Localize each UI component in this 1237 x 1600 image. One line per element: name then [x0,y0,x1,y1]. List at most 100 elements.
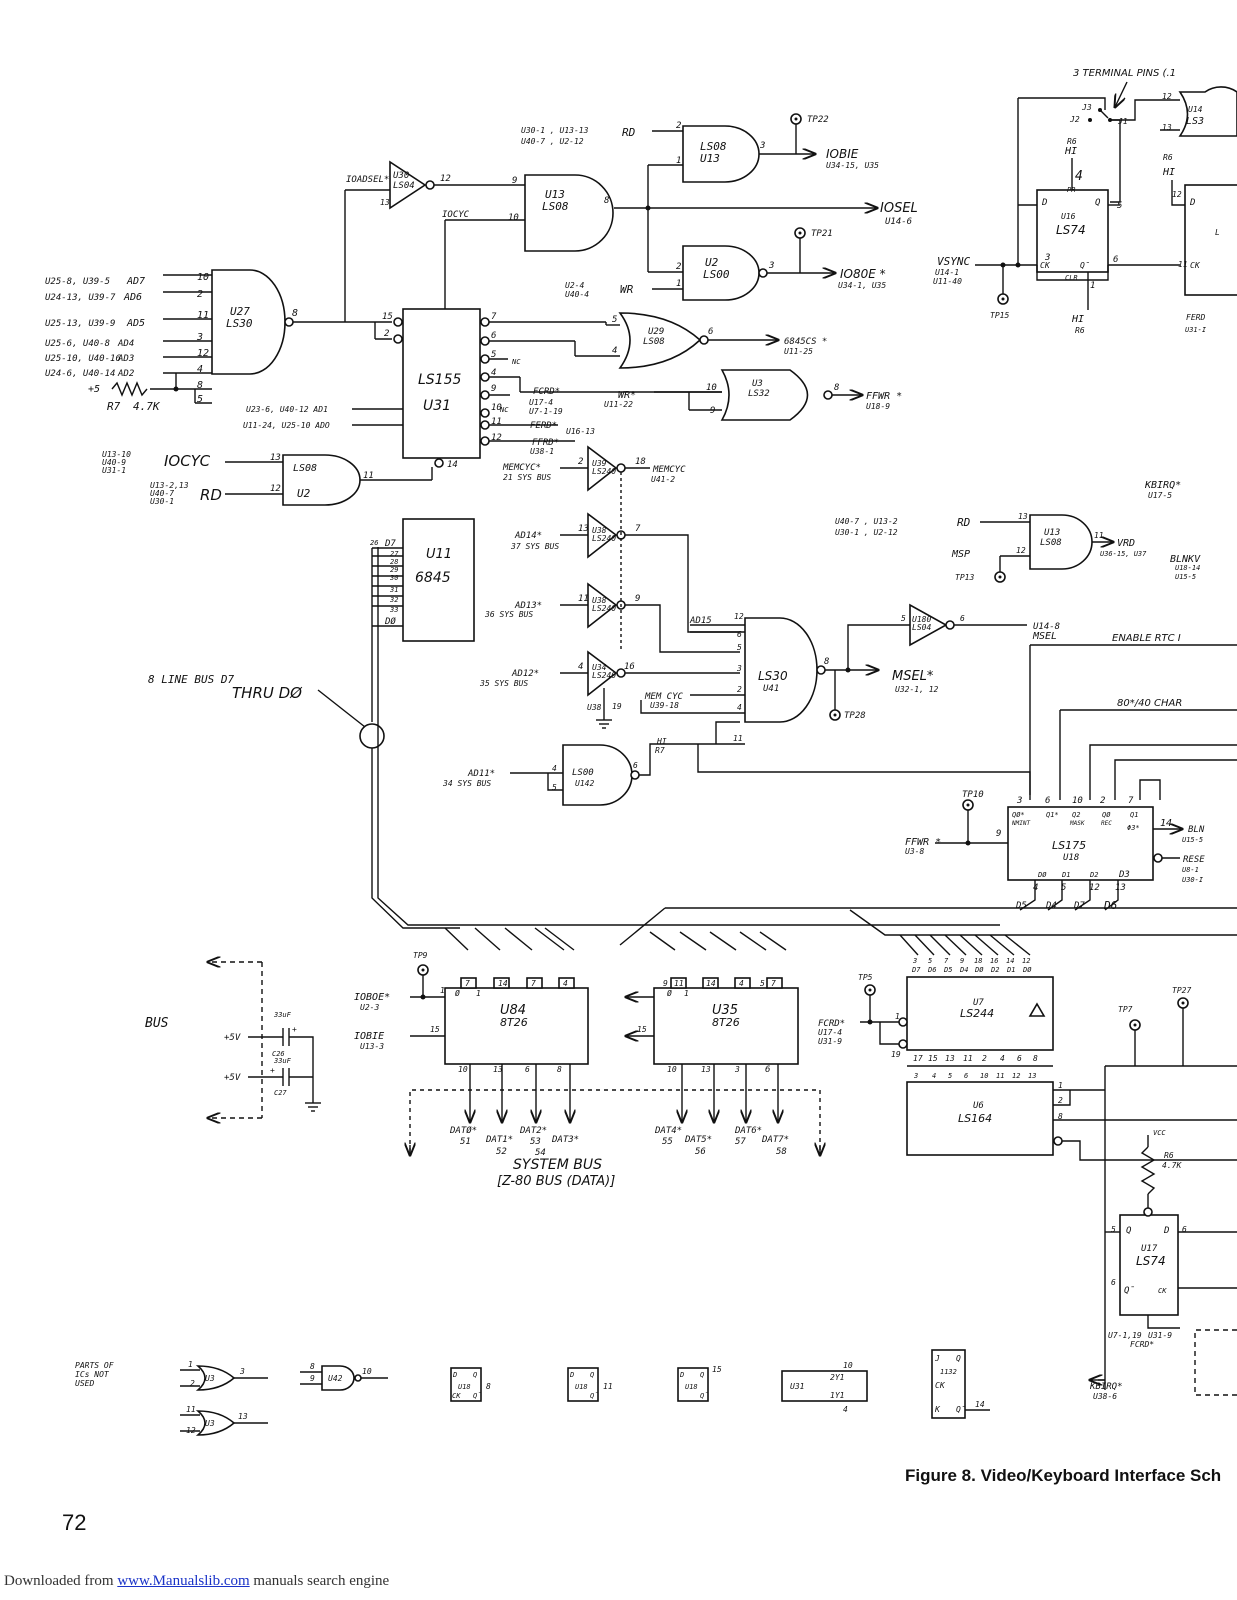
buffer-u35-8t26: U35 8T26 9 11 14 4 5 7 Ø 1 15 10 13 3 6 [626,977,799,1122]
svg-text:U84: U84 [500,1003,526,1018]
svg-text:VSYNC: VSYNC [937,255,970,268]
svg-text:12: 12 [270,484,281,494]
svg-text:U38: U38 [587,703,602,712]
svg-text:TP22: TP22 [807,115,829,125]
svg-text:10: 10 [843,1361,853,1370]
svg-text:L: L [1215,228,1220,237]
gate-u29-ls08: U29 LS08 5 4 6 6845CS * U11-25 [612,312,827,369]
svg-text:RD: RD [200,486,222,504]
svg-text:3: 3 [913,1072,918,1080]
svg-text:U38-6: U38-6 [1093,1392,1117,1401]
svg-text:AD3: AD3 [117,354,134,364]
svg-text:2: 2 [384,329,389,339]
svg-text:DØ: DØ [1022,966,1032,974]
svg-text:8: 8 [557,1065,562,1074]
svg-text:Q̄: Q̄ [1080,261,1090,270]
svg-text:KBIRQ*: KBIRQ* [1144,480,1181,491]
svg-text:7: 7 [1128,796,1134,806]
resistor-r6: VCC R6 4.7K [1140,1129,1182,1212]
svg-text:NC: NC [511,358,521,366]
testpoint-tp7: TP7 [1118,1005,1141,1066]
svg-text:VCC: VCC [1153,1129,1166,1137]
svg-text:11: 11 [733,734,743,743]
svg-text:36 SYS BUS: 36 SYS BUS [484,610,533,619]
svg-text:U25-8, U39-5: U25-8, U39-5 [45,277,110,287]
svg-text:U29: U29 [648,327,664,337]
svg-text:5: 5 [948,1072,952,1080]
svg-text:13: 13 [493,1065,503,1074]
svg-text:MEM CYC: MEM CYC [644,692,684,702]
flipflop-right-partial: D 12 11 CK L HI R6 FERD U31-I [1162,153,1237,334]
svg-text:11: 11 [491,417,502,427]
svg-text:TP7: TP7 [1118,1005,1133,1014]
gate-u13-ls08: U13 LS08 9 10 8 IOCYC IOSEL U14-6 [442,164,918,310]
svg-text:U2: U2 [297,487,311,500]
buffer-u38-ls240-a: U38 LS240 13 7 AD14* 37 SYS BUS [510,512,740,633]
svg-text:13: 13 [945,1054,955,1063]
svg-text:IOCYC: IOCYC [442,210,470,220]
svg-text:2Y1: 2Y1 [830,1373,844,1382]
svg-text:IOSEL: IOSEL [880,201,918,216]
svg-text:10: 10 [667,1065,677,1074]
manualslib-link[interactable]: www.Manualslib.com [117,1573,250,1589]
svg-text:J3: J3 [1081,103,1092,112]
svg-text:U11: U11 [426,547,452,562]
svg-text:53: 53 [530,1137,541,1147]
svg-text:12: 12 [491,433,502,443]
svg-text:AD14*: AD14* [514,531,542,541]
svg-text:FCRD*: FCRD* [1130,1340,1154,1349]
system-bus-bracket: DATØ* 51 DAT1* 52 DAT2* 53 DAT3* 54 DAT4… [410,1089,820,1189]
svg-text:6845CS *: 6845CS * [784,337,827,347]
svg-text:DAT7*: DAT7* [761,1135,789,1145]
svg-text:58: 58 [776,1147,787,1157]
svg-text:CK: CK [1190,261,1201,270]
svg-text:4: 4 [578,662,583,672]
svg-text:D6: D6 [927,966,936,974]
svg-text:AD4: AD4 [117,339,134,349]
svg-text:9: 9 [710,406,715,416]
svg-text:RD: RD [622,126,636,139]
svg-text:4: 4 [563,979,568,988]
svg-text:6: 6 [1182,1225,1187,1234]
svg-text:C26: C26 [272,1050,285,1058]
svg-text:IOADSEL*: IOADSEL* [346,175,389,185]
svg-text:14: 14 [1160,818,1172,829]
svg-text:6845: 6845 [415,570,451,586]
svg-text:U18: U18 [1063,853,1079,863]
svg-text:TP27: TP27 [1172,986,1191,995]
svg-text:6: 6 [1111,1278,1116,1287]
shift-register-u6-ls164: U6 LS164 3 4 5 6 10 11 12 13 1 2 8 [906,1065,1237,1390]
svg-text:1: 1 [676,156,681,166]
svg-text:2: 2 [190,1379,195,1388]
svg-text:1: 1 [895,1012,900,1021]
svg-text:U180: U180 [912,615,931,624]
svg-text:LS240: LS240 [592,604,616,613]
svg-text:8T26: 8T26 [500,1016,528,1029]
flipflop-u17-ls74: Q D U17 LS74 Q̄ CK 5 6 6 U7-1,19 U31-9 F… [1089,1207,1237,1401]
svg-text:U31-I: U31-I [1185,326,1207,334]
svg-text:16: 16 [990,957,998,965]
svg-text:3: 3 [759,141,765,151]
svg-text:35 SYS BUS: 35 SYS BUS [479,679,528,688]
svg-text:BLN: BLN [1188,825,1205,835]
svg-text:AD15: AD15 [689,616,712,626]
svg-text:13: 13 [1018,512,1028,521]
svg-text:U30-1 , U2-12: U30-1 , U2-12 [835,528,898,537]
svg-text:IOBOE*: IOBOE* [354,992,390,1003]
svg-text:U30-1: U30-1 [150,497,174,506]
svg-text:LS08: LS08 [643,337,665,347]
svg-text:14: 14 [447,460,458,470]
svg-text:Q: Q [956,1354,961,1363]
svg-text:14: 14 [498,979,508,988]
svg-text:9: 9 [996,829,1001,839]
svg-text:D2: D2 [1089,871,1098,879]
svg-text:4: 4 [552,764,557,773]
svg-text:RD: RD [957,516,971,529]
svg-text:R7: R7 [107,400,121,413]
svg-text:U40-7: U40-7 [150,489,174,498]
svg-text:REC: REC [1101,820,1112,827]
svg-text:R6: R6 [1164,1151,1174,1160]
svg-text:Ø: Ø [455,988,460,998]
svg-text:Φ3*: Φ3* [1127,824,1140,832]
svg-text:4: 4 [843,1405,848,1414]
